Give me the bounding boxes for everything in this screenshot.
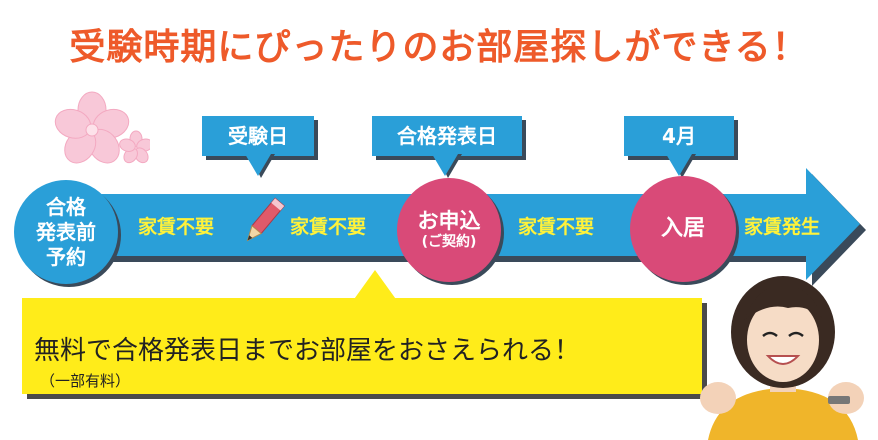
move-in-circle: 入居: [630, 176, 736, 282]
segment-label-rent-free: 家賃不要: [290, 216, 367, 238]
tab-label: 受験日: [228, 124, 288, 148]
tab-april: 4月: [624, 116, 734, 156]
pencil-icon: [246, 197, 286, 242]
callout-sub-text: （一部有料）: [40, 372, 131, 390]
circle-line: 合格: [46, 194, 86, 219]
tab-exam-day: 受験日: [202, 116, 314, 156]
segment-label-rent-starts: 家賃発生: [744, 216, 821, 238]
callout-main-text: 無料で合格発表日までお部屋をおさえられる！: [34, 336, 581, 366]
segment-label-rent-free: 家賃不要: [518, 216, 595, 238]
circle-label: 入居: [660, 216, 705, 242]
tab-pointer: [666, 154, 696, 178]
tab-result-day: 合格発表日: [372, 116, 522, 156]
circle-line: 予約: [46, 244, 86, 269]
circle-sub-label: (ご契約): [421, 234, 477, 251]
circle-main-label: お申込: [417, 209, 481, 234]
page-headline: 受験時期にぴったりのお部屋探しができる！: [69, 27, 809, 68]
circle-line: 発表前: [36, 219, 96, 244]
tab-pointer: [245, 154, 275, 178]
segment-label-rent-free: 家賃不要: [138, 216, 215, 238]
cherry-blossom-icon: [54, 91, 150, 164]
application-circle: お申込 (ご契約): [397, 178, 501, 282]
pre-result-reservation-circle: 合格 発表前 予約: [14, 180, 118, 284]
callout-pointer: [352, 270, 398, 302]
tab-label: 4月: [662, 124, 696, 148]
tab-label: 合格発表日: [397, 124, 497, 148]
callout-box: [22, 298, 702, 394]
person-photo: [700, 276, 864, 440]
tab-pointer: [432, 154, 462, 178]
